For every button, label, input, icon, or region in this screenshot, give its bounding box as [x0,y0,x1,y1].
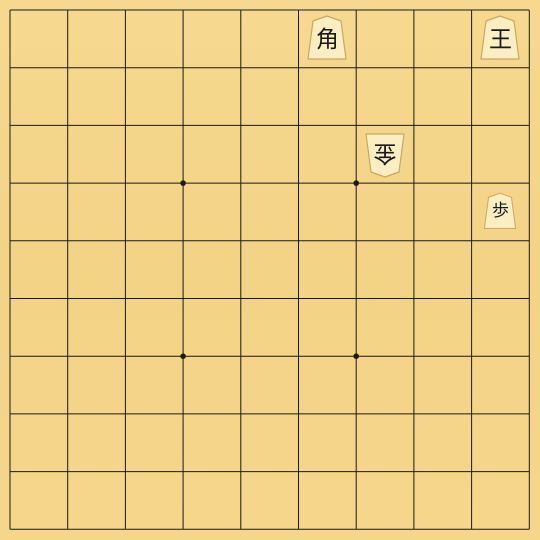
piece-shape-icon [484,192,517,229]
piece-king[interactable]: 王 [478,15,522,63]
piece-symbol: 歩 [491,200,509,221]
star-point [353,353,360,360]
star-point [180,180,186,186]
piece-gold[interactable]: 金 [363,130,407,178]
piece-bishop[interactable]: 角 [305,15,349,63]
piece-shape-icon [307,15,348,60]
piece-pawn[interactable]: 歩 [482,192,518,232]
piece-symbol: 王 [488,26,512,53]
piece-shape-icon [365,133,405,178]
piece-shape-icon [480,15,521,60]
star-point [353,180,360,186]
piece-symbol: 角 [315,26,339,53]
star-point [180,353,186,360]
piece-symbol: 金 [373,140,397,167]
